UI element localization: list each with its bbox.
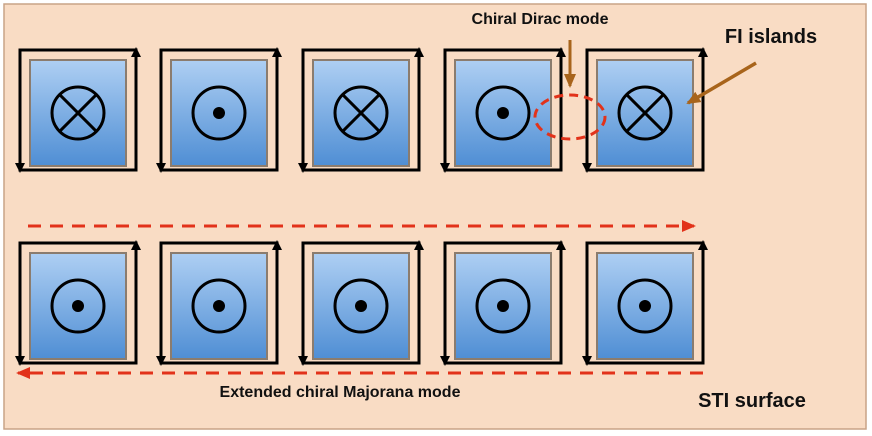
sti-surface-background xyxy=(3,3,867,430)
chiral-dirac-mode-ellipse xyxy=(533,93,607,141)
out-of-page-icon xyxy=(191,85,247,141)
fi-island xyxy=(15,240,141,366)
into-page-icon xyxy=(617,85,673,141)
out-of-page-icon xyxy=(475,85,531,141)
island-body xyxy=(596,252,694,360)
fi-island-grid xyxy=(15,47,708,366)
fi-island xyxy=(298,47,424,173)
out-of-page-icon xyxy=(333,278,389,334)
chiral-dirac-mode-label: Chiral Dirac mode xyxy=(472,11,609,28)
island-body xyxy=(29,59,127,167)
extended-chiral-majorana-mode-label: Extended chiral Majorana mode xyxy=(220,384,461,401)
fi-island xyxy=(156,240,282,366)
out-of-page-icon xyxy=(617,278,673,334)
out-of-page-icon xyxy=(50,278,106,334)
sti-surface-label: STI surface xyxy=(698,390,806,412)
fi-islands-label: FI islands xyxy=(725,26,817,48)
fi-island xyxy=(15,47,141,173)
out-of-page-icon xyxy=(475,278,531,334)
fi-island xyxy=(582,47,708,173)
fi-island xyxy=(440,47,566,173)
fi-island xyxy=(298,240,424,366)
fi-island xyxy=(156,47,282,173)
out-of-page-icon xyxy=(191,278,247,334)
fi-island xyxy=(440,240,566,366)
fi-island xyxy=(582,240,708,366)
fi-islands-pointer-arrow xyxy=(686,61,757,105)
into-page-icon xyxy=(50,85,106,141)
into-page-icon xyxy=(333,85,389,141)
